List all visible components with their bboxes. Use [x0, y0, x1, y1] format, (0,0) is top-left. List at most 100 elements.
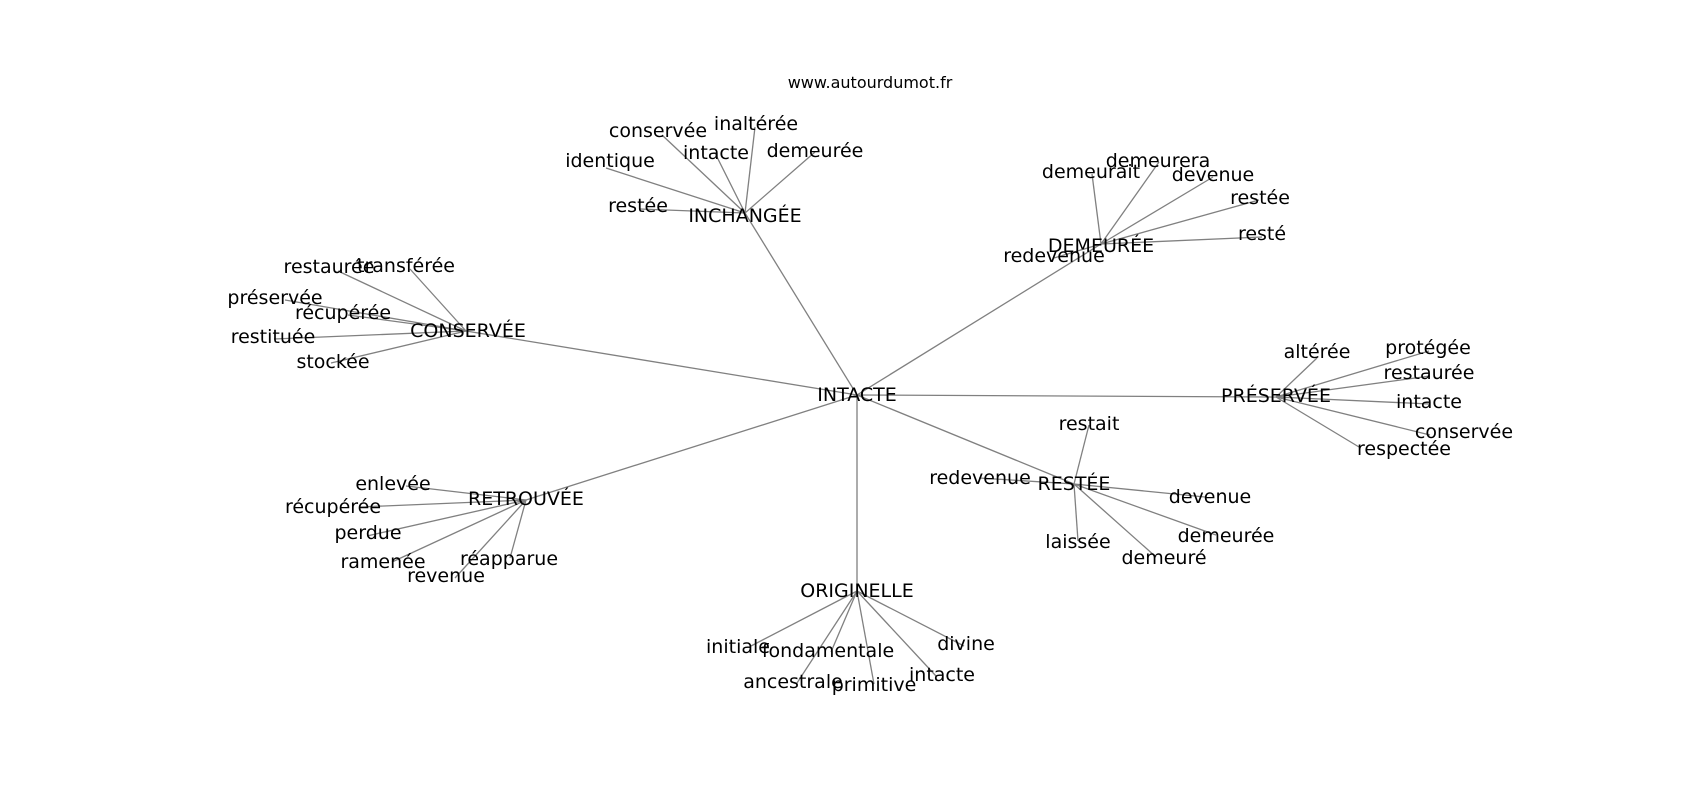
leaf-word-node[interactable]: devenue [1172, 164, 1254, 186]
edge-hub-to-leaf [856, 590, 875, 685]
leaf-word-node[interactable]: restituée [231, 326, 316, 348]
leaf-word-node[interactable]: inaltérée [714, 113, 798, 135]
edge-hub-to-leaf [1100, 176, 1214, 245]
edge-hub-to-leaf [714, 152, 746, 214]
edge-hub-to-leaf [409, 268, 467, 332]
edge-hub-to-leaf [1053, 243, 1102, 259]
edge-hub-to-leaf [1275, 375, 1431, 398]
leaf-word-node[interactable]: revenue [407, 565, 485, 587]
leaf-word-node[interactable]: perdue [334, 522, 401, 544]
leaf-word-node[interactable]: demeurée [767, 140, 864, 162]
leaf-word-node[interactable]: identique [565, 150, 655, 172]
leaf-word-node[interactable]: ancestrale [743, 671, 843, 693]
edge-hub-to-leaf [347, 314, 467, 332]
edge-hub-to-leaf [1073, 483, 1217, 536]
edge-hub-to-leaf [1073, 483, 1206, 498]
edge-center-to-hub [856, 394, 1075, 485]
site-watermark: www.autourdumot.fr [788, 73, 953, 92]
leaf-word-node[interactable]: conservée [609, 120, 707, 142]
hub-word-node[interactable]: PRÉSERVÉE [1221, 384, 1331, 407]
edge-hub-to-leaf [856, 590, 937, 677]
leaf-word-node[interactable]: demeurée [1178, 525, 1275, 547]
edge-center-to-hub [856, 394, 1277, 398]
hub-word-node[interactable]: RETROUVÉE [468, 487, 584, 510]
leaf-word-node[interactable]: ramenée [340, 551, 425, 573]
edge-hub-to-leaf [509, 499, 527, 559]
leaf-word-node[interactable]: intacte [909, 664, 975, 686]
leaf-word-node[interactable]: conservée [1415, 421, 1513, 443]
edge-center-to-hub [744, 212, 858, 396]
leaf-word-node[interactable]: restée [1230, 187, 1290, 209]
edge-hub-to-leaf [1091, 173, 1102, 245]
leaf-word-node[interactable]: préservée [227, 287, 322, 309]
leaf-word-node[interactable]: demeurera [1106, 150, 1211, 172]
edge-hub-to-leaf [744, 151, 816, 214]
edge-hub-to-leaf [1073, 424, 1090, 485]
edge-hub-to-leaf [1073, 483, 1157, 558]
edge-hub-to-leaf [661, 134, 746, 214]
leaf-word-node[interactable]: devenue [1169, 486, 1251, 508]
leaf-word-node[interactable]: réapparue [460, 548, 558, 570]
leaf-word-node[interactable]: demeuré [1121, 547, 1206, 569]
leaf-word-node[interactable]: restée [608, 195, 668, 217]
edge-hub-to-leaf [830, 590, 858, 653]
leaf-word-node[interactable]: respectée [1357, 438, 1451, 460]
leaf-word-node[interactable]: demeurait [1042, 161, 1140, 183]
hub-word-node[interactable]: CONSERVÉE [410, 319, 526, 342]
edge-hub-to-leaf [1275, 396, 1431, 405]
leaf-word-node[interactable]: initiale [706, 636, 770, 658]
leaf-word-node[interactable]: restait [1059, 413, 1120, 435]
hub-word-node[interactable]: ORIGINELLE [800, 580, 913, 602]
hub-word-node[interactable]: RESTÉE [1038, 472, 1111, 495]
edge-hub-to-leaf [337, 270, 467, 332]
leaf-word-node[interactable]: récupérée [285, 496, 381, 518]
edge-hub-to-leaf [1100, 199, 1260, 245]
edge-hub-to-leaf [750, 590, 858, 647]
leaf-word-node[interactable]: altérée [1284, 341, 1351, 363]
edge-hub-to-leaf [405, 485, 527, 501]
edge-hub-to-leaf [1275, 357, 1318, 398]
edge-hub-to-leaf [744, 126, 756, 214]
leaf-word-node[interactable]: stockée [296, 351, 369, 373]
edge-hub-to-leaf [1275, 350, 1430, 398]
edge-hub-to-leaf [359, 499, 527, 508]
leaf-word-node[interactable]: restaurée [284, 256, 375, 278]
edge-hub-to-leaf [605, 167, 746, 214]
leaf-word-node[interactable]: protégée [1385, 337, 1471, 359]
edge-hub-to-leaf [284, 299, 467, 332]
center-word-node[interactable]: INTACTE [817, 384, 897, 406]
leaf-word-node[interactable]: transférée [357, 255, 455, 277]
leaf-word-node[interactable]: redevenue [1003, 245, 1105, 267]
leaf-word-node[interactable]: récupérée [295, 302, 391, 324]
edge-hub-to-leaf [856, 590, 965, 647]
leaf-word-node[interactable]: fondamentale [762, 640, 894, 662]
edge-hub-to-leaf [1073, 483, 1079, 542]
leaf-word-node[interactable]: restaurée [1384, 362, 1475, 384]
graph-edges [273, 126, 1431, 685]
edge-hub-to-leaf [978, 477, 1075, 485]
graph-labels: INTACTE INCHANGÉE conservée inaltérée intact… [227, 113, 1513, 696]
leaf-word-node[interactable]: intacte [1396, 391, 1462, 413]
leaf-word-node[interactable]: divine [937, 633, 995, 655]
leaf-word-node[interactable]: enlevée [355, 473, 430, 495]
leaf-word-node[interactable]: resté [1238, 223, 1286, 245]
edge-center-to-hub [465, 330, 858, 396]
edge-hub-to-leaf [454, 499, 527, 579]
edge-hub-to-leaf [796, 590, 858, 684]
hub-word-node[interactable]: DEMEURÉE [1048, 234, 1154, 257]
leaf-word-node[interactable]: primitive [832, 674, 917, 696]
edge-hub-to-leaf [330, 330, 467, 364]
leaf-word-node[interactable]: intacte [683, 142, 749, 164]
edge-hub-to-leaf [391, 499, 527, 563]
edge-hub-to-leaf [273, 330, 467, 340]
leaf-word-node[interactable]: laissée [1045, 531, 1110, 553]
edge-hub-to-leaf [1275, 396, 1431, 436]
edge-hub-to-leaf [366, 499, 527, 537]
edge-hub-to-leaf [1100, 236, 1263, 245]
edge-hub-to-leaf [639, 208, 746, 214]
leaf-word-node[interactable]: redevenue [929, 467, 1031, 489]
hub-word-node[interactable]: INCHANGÉE [688, 204, 801, 227]
edge-center-to-hub [525, 394, 858, 501]
